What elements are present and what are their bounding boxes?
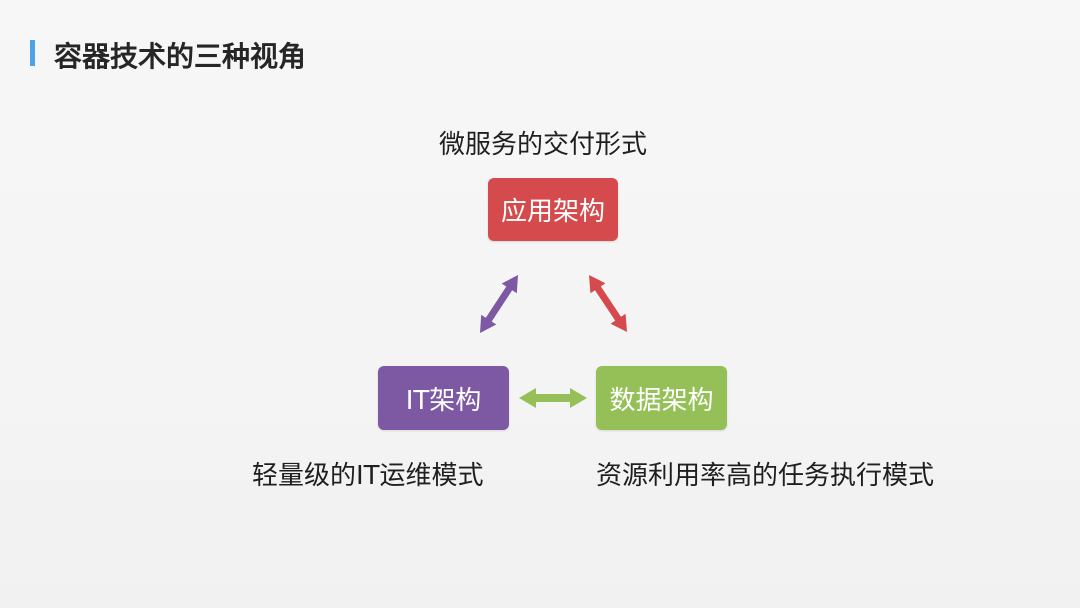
right-caption: 资源利用率高的任务执行模式 — [596, 461, 935, 491]
top-caption: 微服务的交付形式 — [439, 130, 648, 160]
title-accent-bar — [30, 40, 35, 66]
double-arrow-app-data — [589, 275, 627, 332]
node-app-architecture-label: 应用架构 — [500, 197, 605, 227]
left-caption: 轻量级的IT运维模式 — [252, 461, 484, 491]
node-data-architecture-label: 数据架构 — [609, 385, 714, 416]
double-arrow-app-it — [480, 275, 518, 333]
node-it-architecture: IT架构 — [378, 366, 509, 430]
node-app-architecture: 应用架构 — [488, 178, 618, 241]
double-arrow-it-data — [519, 388, 587, 408]
slide-title: 容器技术的三种视角 — [54, 40, 307, 73]
node-data-architecture: 数据架构 — [596, 366, 727, 430]
node-it-architecture-label: IT架构 — [405, 385, 482, 416]
